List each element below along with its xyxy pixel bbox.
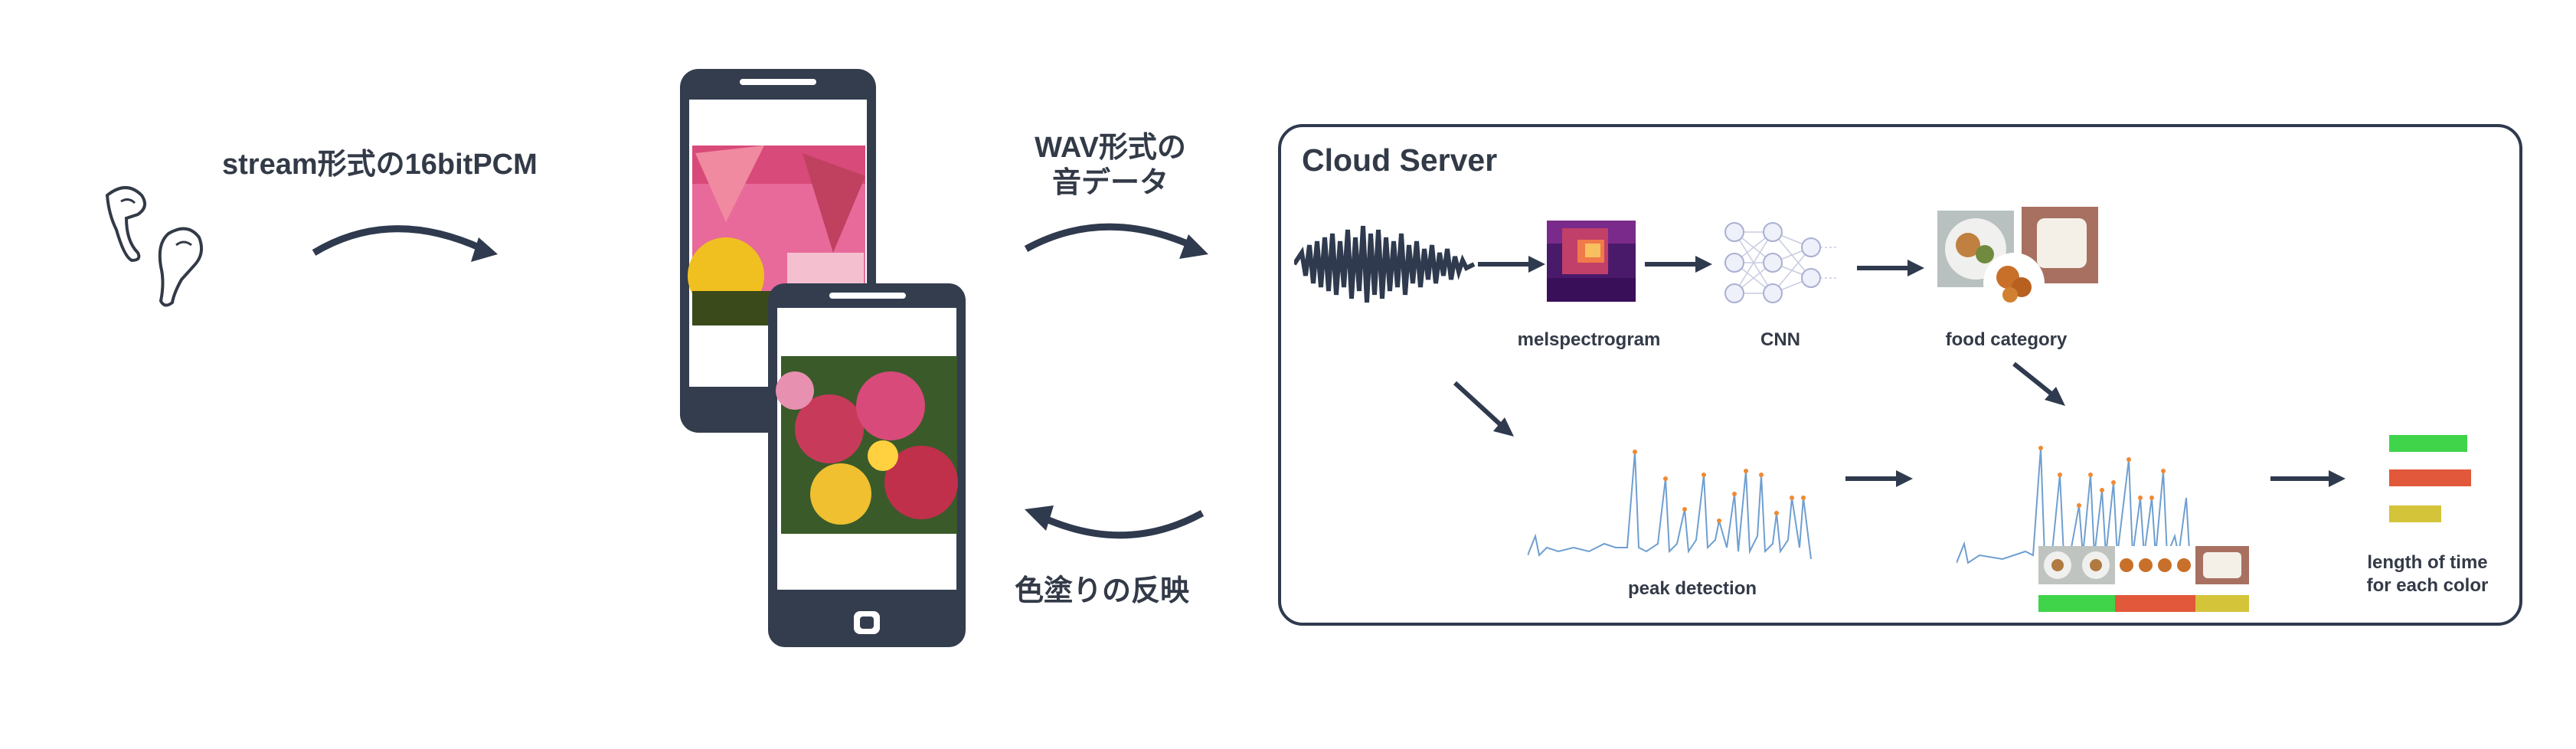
food-photo-icon [1937,207,2098,314]
wav-label-line2: 音データ [1051,167,1169,199]
length-label-line1: length of time [2367,552,2488,573]
arrow-cnn-to-food [1857,260,1924,276]
segment-bar-red [2115,595,2195,612]
arrow-server-to-phone [1025,505,1205,539]
waveform-icon [1294,225,1476,303]
length-bar-red [2389,469,2471,486]
arrow-phone-to-server [1024,223,1208,259]
stream-format-label: stream形式の16bitPCM [222,149,538,181]
arrow-earbuds-to-phone [312,225,498,262]
arrow-wave-to-peak [1453,381,1514,437]
phone-icon [768,283,966,647]
neural-network-icon [1724,222,1838,303]
coloring-reflection-label: 色塗りの反映 [1015,575,1190,607]
melspectrogram-label: melspectrogram [1517,329,1661,350]
length-label-line2: for each color [2366,575,2489,596]
cloud-server-title: Cloud Server [1302,142,1498,178]
cloud-server-box [1278,124,2522,626]
segment-bar-green [2038,595,2115,612]
cnn-label: CNN [1760,329,1800,350]
arrow-peak-to-segment [1845,470,1913,487]
length-bar-green [2389,435,2467,452]
food-photo-icon [2038,546,2249,584]
arrow-segment-to-length [2270,470,2346,487]
segment-bar-yellow [2195,595,2249,612]
earbuds-icon [105,186,204,307]
length-of-time-label: length of time for each color [2351,551,2504,597]
spectrogram-icon [1547,221,1636,302]
wav-label-line1: WAV形式の [1035,132,1186,164]
arrow-wave-to-spec [1478,256,1545,273]
segmented-signal-plot [1957,446,2191,564]
wav-format-label: WAV形式の 音データ [1015,130,1206,201]
peak-detection-plot [1528,450,1812,559]
arrow-spec-to-cnn [1645,256,1712,273]
peak-detection-label: peak detection [1627,578,1757,599]
arrow-food-to-segment [2012,361,2065,406]
length-bar-yellow [2389,505,2441,522]
food-category-label: food category [1945,329,2068,350]
